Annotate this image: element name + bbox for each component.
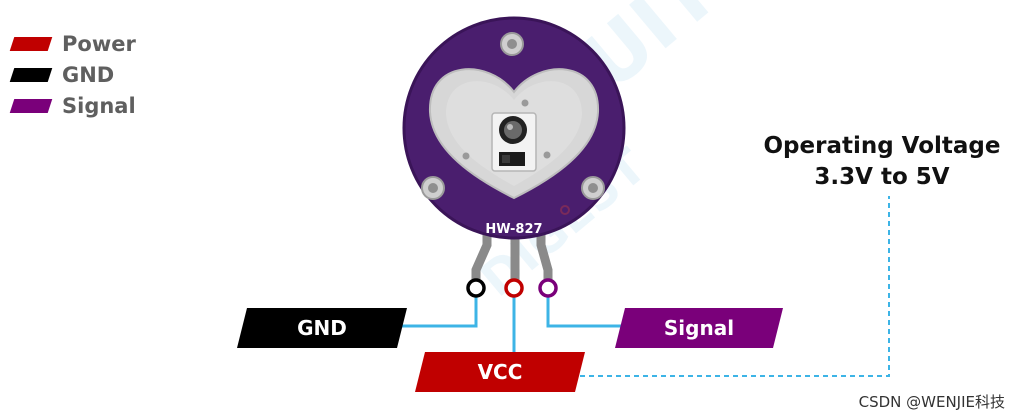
signal-wire bbox=[546, 288, 626, 328]
vcc-pin-label: VCC bbox=[477, 360, 523, 384]
pin-end-vcc bbox=[504, 278, 524, 298]
mounting-holes bbox=[421, 32, 605, 200]
operating-voltage-note: Operating Voltage 3.3V to 5V bbox=[752, 131, 1012, 193]
legend-label: GND bbox=[62, 62, 115, 87]
signal-pin-tag: Signal bbox=[615, 308, 783, 348]
vcc-pin-tag: VCC bbox=[415, 352, 585, 392]
pin-end-gnd bbox=[466, 278, 486, 298]
gnd-wire bbox=[400, 288, 478, 328]
credit-text: CSDN @WENJIE科技 bbox=[858, 393, 1005, 411]
spec-title: Operating Voltage bbox=[763, 133, 1001, 159]
optical-sensor bbox=[491, 112, 537, 172]
gnd-pin-tag: GND bbox=[237, 308, 407, 348]
pin-end-signal bbox=[538, 278, 558, 298]
signal-pin-label: Signal bbox=[663, 316, 735, 340]
legend-item-gnd: GND bbox=[9, 59, 136, 90]
gnd-pin-label: GND bbox=[297, 316, 347, 340]
legend-label: Signal bbox=[62, 93, 136, 118]
legend-item-signal: Signal bbox=[9, 90, 136, 121]
spec-value: 3.3V to 5V bbox=[814, 164, 950, 190]
voltage-leader-line bbox=[580, 196, 890, 377]
legend-item-power: Power bbox=[9, 28, 136, 59]
legend-label: Power bbox=[62, 31, 136, 56]
legend: Power GND Signal bbox=[9, 28, 136, 121]
board-label: HW-827 bbox=[485, 222, 542, 237]
